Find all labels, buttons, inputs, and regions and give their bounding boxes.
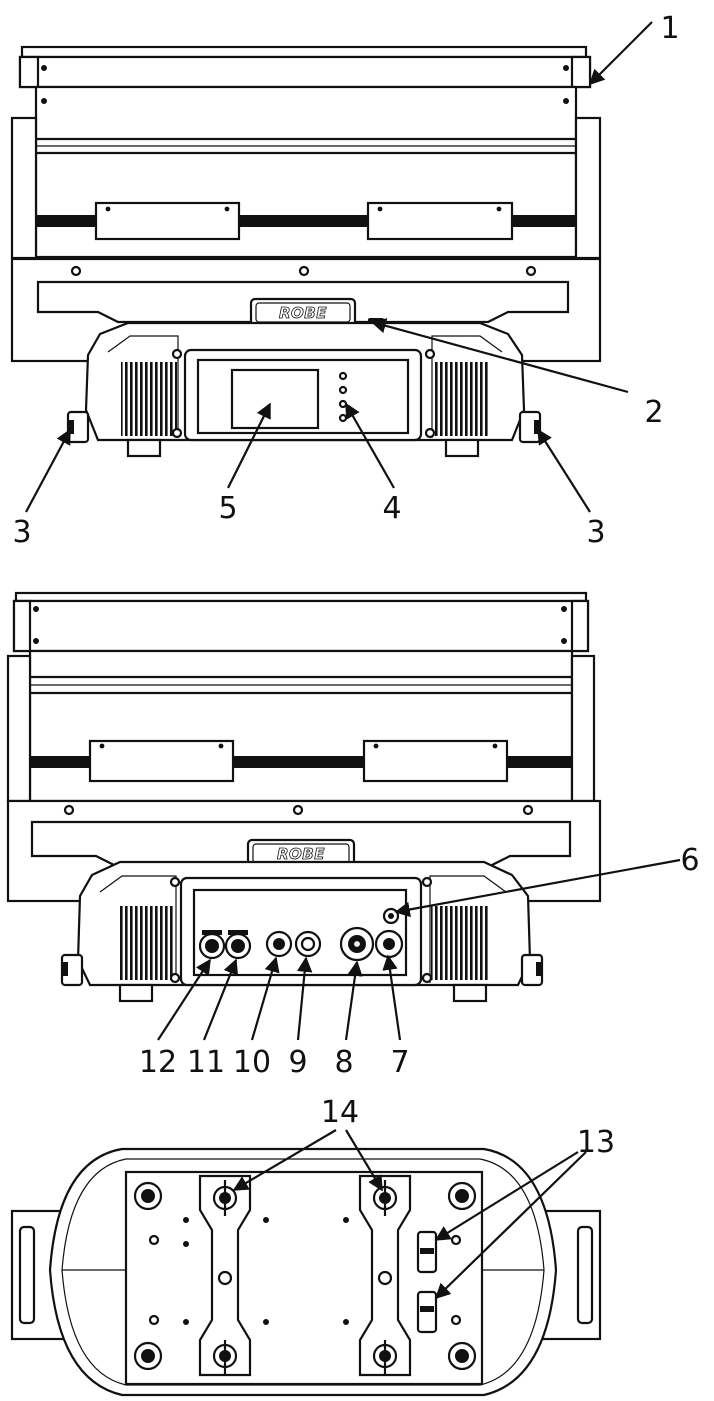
callout-6: 6 — [680, 843, 699, 878]
callout-12: 12 — [139, 1045, 177, 1080]
callout-3-right: 3 — [586, 515, 605, 550]
robe-logo: ROBE — [279, 304, 327, 322]
front-view: ROBE — [10, 45, 602, 458]
callout-8: 8 — [334, 1045, 353, 1080]
leader-lines — [25, 21, 681, 1300]
callout-14: 14 — [321, 1095, 359, 1130]
callout-5: 5 — [218, 491, 237, 526]
callout-10: 10 — [233, 1045, 271, 1080]
callout-3-left: 3 — [12, 515, 31, 550]
callout-1: 1 — [660, 11, 679, 46]
callout-labels: 1 2 3 3 4 5 6 7 8 9 10 11 12 13 14 — [12, 11, 699, 1160]
robe-logo-rear: ROBE — [277, 845, 325, 863]
callout-11: 11 — [187, 1045, 225, 1080]
callout-9: 9 — [288, 1045, 307, 1080]
callout-2: 2 — [644, 395, 663, 430]
bottom-view — [10, 1147, 602, 1397]
callout-4: 4 — [382, 491, 401, 526]
callout-7: 7 — [390, 1045, 409, 1080]
callout-13: 13 — [577, 1125, 615, 1160]
rear-view: ROBE — [6, 591, 602, 1003]
